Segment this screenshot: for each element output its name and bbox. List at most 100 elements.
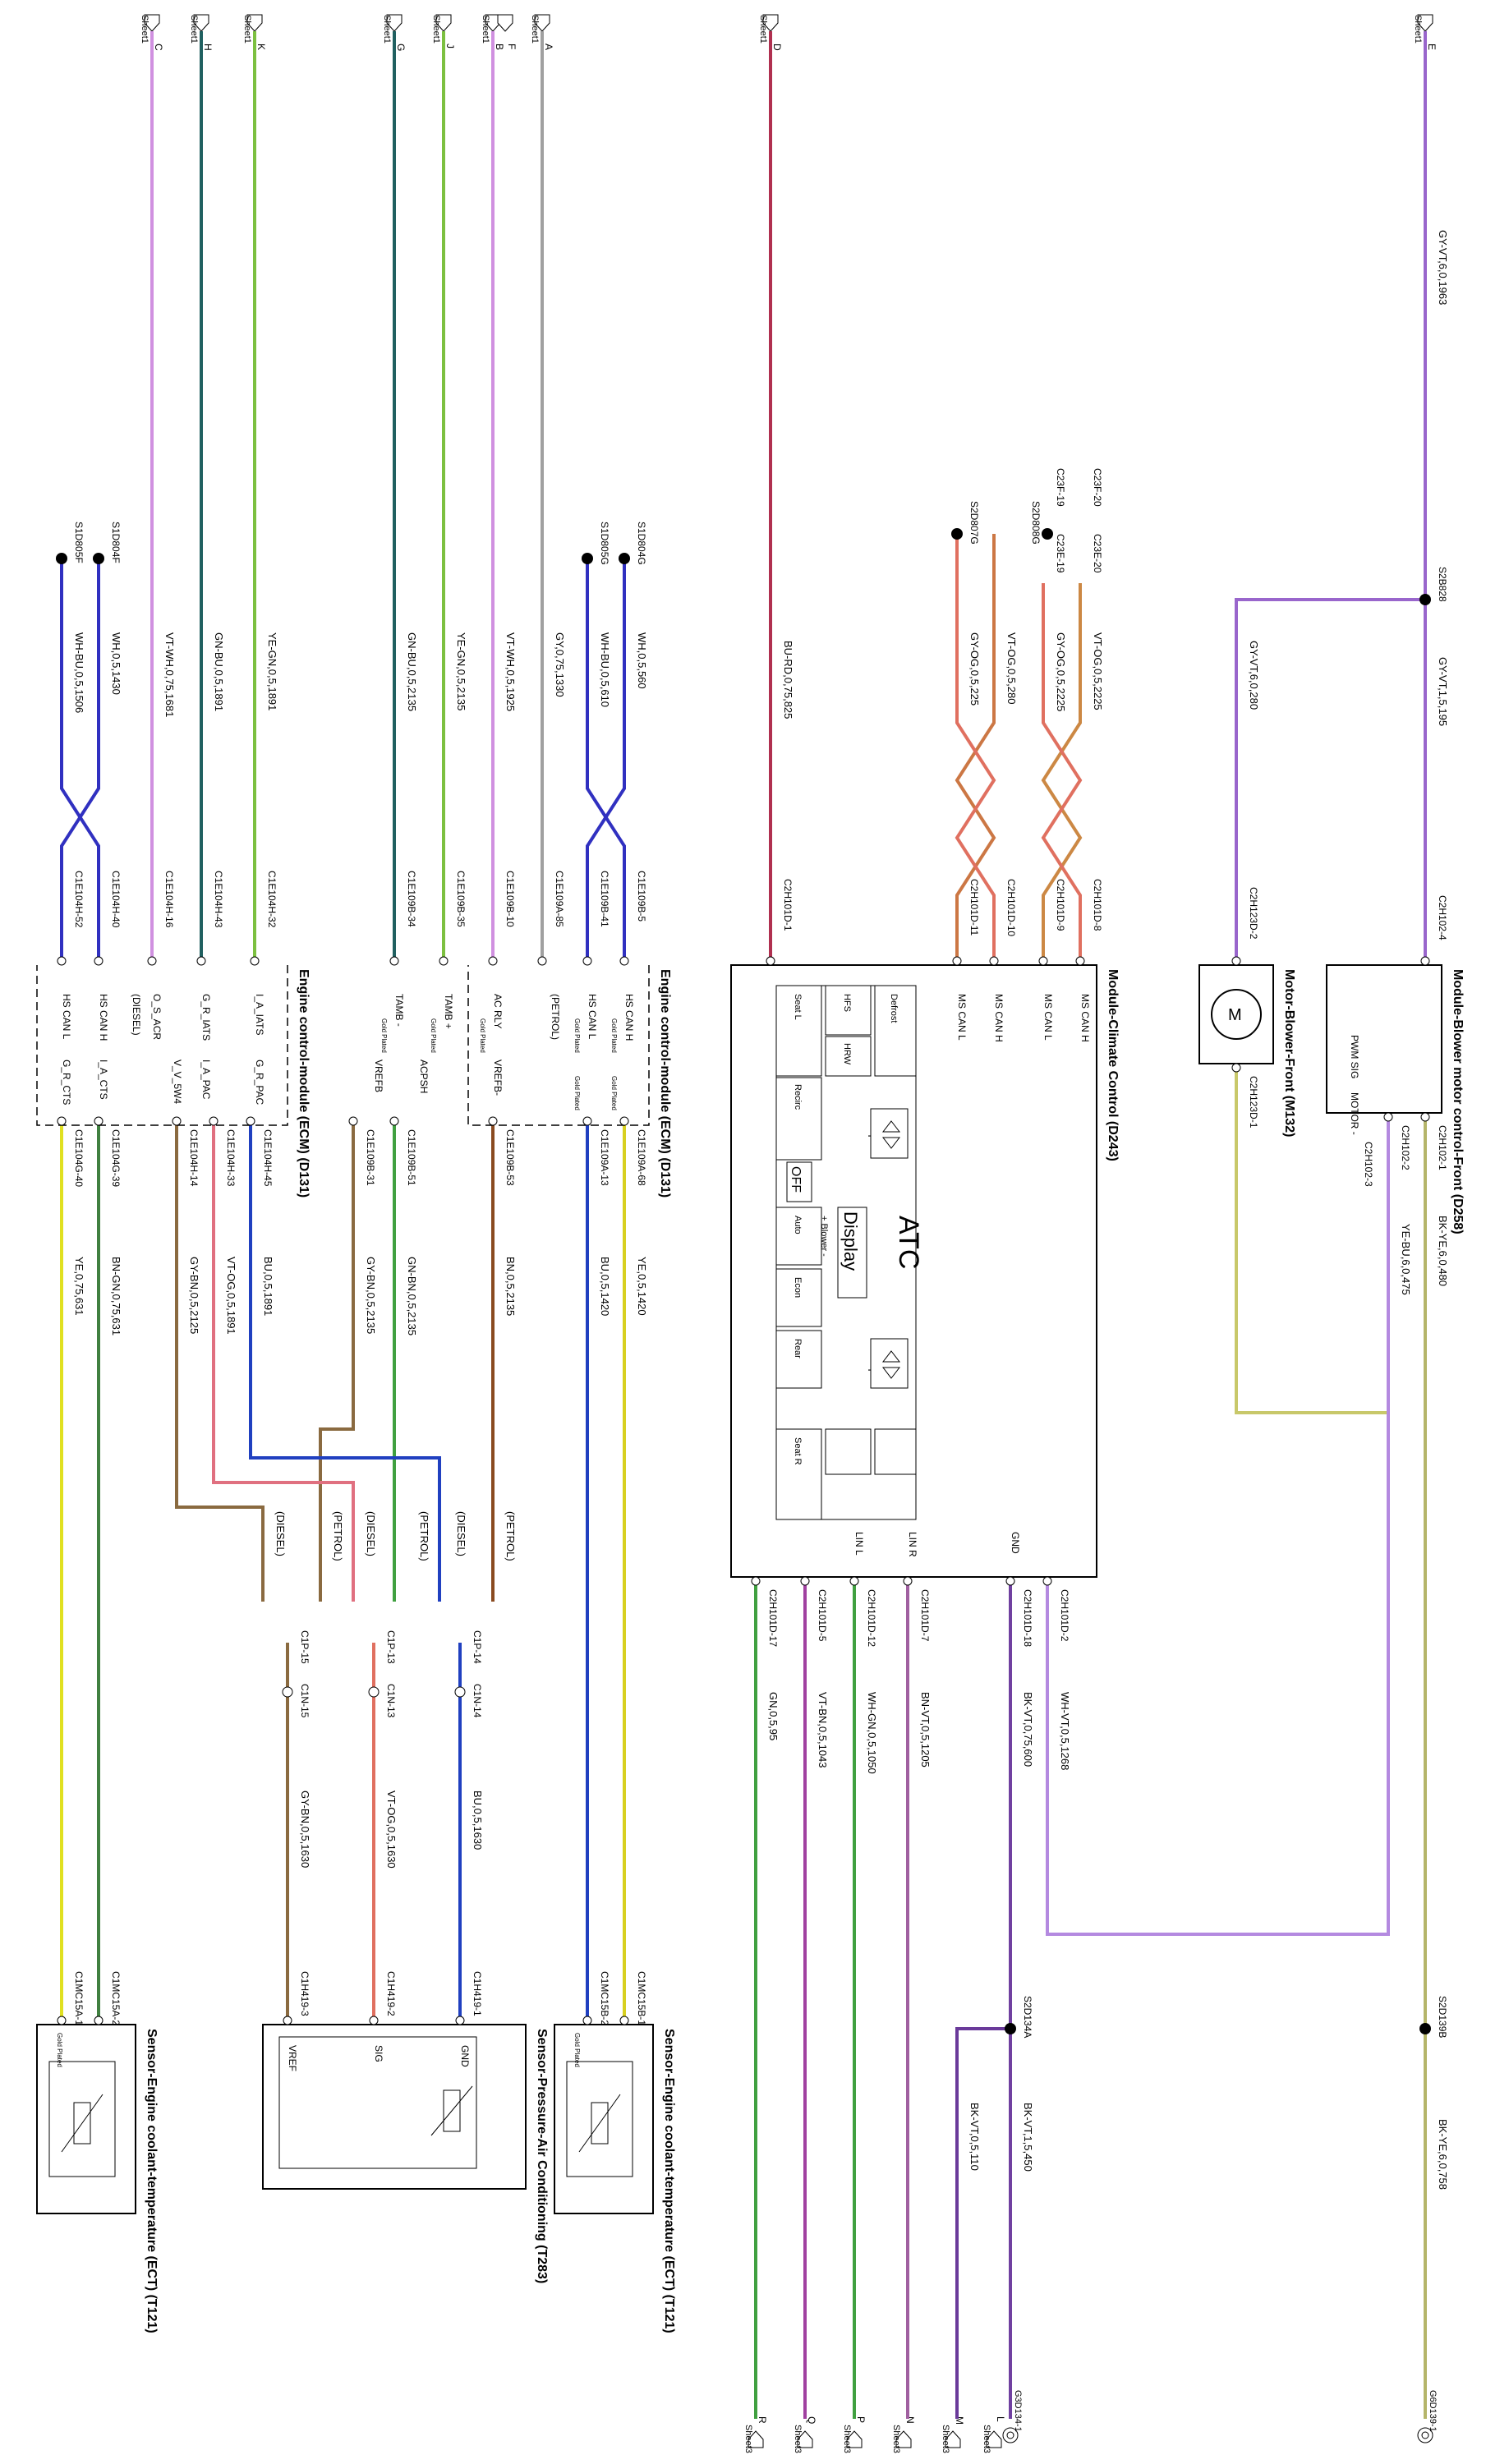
econ-button[interactable]: [775, 1268, 822, 1327]
label-wire: VT-WH,0,75,1681: [163, 632, 176, 717]
diagram-label: S1D805G: [599, 522, 610, 565]
diagram-label: Sensor-Engine coolant-temperature (ECT) …: [145, 2029, 159, 2333]
diagram-shape: [1421, 2431, 1429, 2439]
blower-module-d258[interactable]: Module-Blower motor control-Front (D258)…: [1326, 964, 1465, 1234]
wire-vt-og-1891[interactable]: [212, 1117, 355, 1602]
diagram-label: C2H101D-18: [1022, 1589, 1033, 1647]
diagram-label: Seat L: [793, 994, 803, 1020]
sheet-ref-A[interactable]: A Sheet1: [530, 14, 554, 50]
recirc-button[interactable]: [775, 1077, 822, 1161]
diagram-label: R: [757, 2416, 768, 2424]
diagram-label: C2H101D-9: [1055, 879, 1066, 931]
label-wire: VT-BN,0,5,1043: [817, 1692, 829, 1768]
diagram-shape: [36, 965, 288, 1126]
defrost-button[interactable]: [874, 985, 917, 1077]
splice-S2D139B: [1419, 2023, 1431, 2034]
diagram-label: H: [202, 44, 214, 51]
wire-bu-1891[interactable]: [249, 1117, 441, 1602]
label-wire: YE-GN,0,5,2135: [455, 632, 467, 710]
diagram-shape: [144, 14, 160, 32]
diagram-label: Sheet3: [743, 2425, 753, 2453]
diagram-label: SIG: [373, 2045, 384, 2062]
ect-sensor-top-t121[interactable]: Sensor-Engine coolant-temperature (ECT) …: [554, 2024, 676, 2333]
diagram-label: Sheet1: [242, 15, 252, 44]
off-button[interactable]: [786, 1161, 812, 1202]
temp-r-control[interactable]: [870, 1338, 909, 1389]
sheet-ref-R[interactable]: R Sheet3: [743, 2416, 768, 2453]
diagram-label: F: [506, 44, 518, 49]
diagram-label: C1E104H-52: [73, 871, 85, 928]
label-wire: GN-BU,0,5,1891: [213, 632, 225, 711]
sheet-ref-F[interactable]: F: [497, 14, 518, 49]
diagram-label: Sheet1: [481, 15, 490, 44]
wire-wh-bu-1506[interactable]: [60, 559, 100, 957]
label-wire: BN,0,5,2135: [504, 1257, 517, 1316]
auto-button[interactable]: [775, 1207, 822, 1266]
sheet-ref-D[interactable]: D Sheet1: [758, 14, 783, 51]
sheet-ref-Q[interactable]: Q Sheet3: [793, 2416, 817, 2453]
wire-gy-og-225[interactable]: [955, 534, 996, 957]
sheet-ref-J[interactable]: J Sheet1: [431, 14, 456, 48]
sheet-ref-M[interactable]: M Sheet3: [941, 2416, 965, 2453]
diagram-label: C1E104G-40: [73, 1129, 85, 1187]
temp-l-down-icon: [881, 1137, 901, 1149]
sheet-ref-C[interactable]: C Sheet1: [140, 14, 164, 51]
sheet-ref-P[interactable]: P Sheet3: [842, 2416, 867, 2453]
label-wire: GN,0,5,95: [767, 1692, 780, 1740]
diagram-label: Sensor-Engine coolant-temperature (ECT) …: [662, 2029, 676, 2333]
diagram-label: (DIESEL): [365, 1511, 377, 1556]
diagram-label: HFS: [842, 994, 852, 1012]
sheet-ref-B[interactable]: B Sheet1: [481, 14, 505, 50]
diagram-label: C2H102-4: [1437, 895, 1448, 940]
label-wire: BK-YE,6,0,758: [1437, 2119, 1449, 2190]
diagram-label: Sheet3: [941, 2425, 950, 2453]
sheet-ref-K[interactable]: K Sheet1: [242, 14, 267, 50]
blower-motor-m132[interactable]: M Motor-Blower-Front (M132): [1198, 964, 1296, 1137]
sheet-ref-E[interactable]: E Sheet1: [1413, 14, 1438, 50]
diagram-shape: [578, 2094, 621, 2153]
fan-down-button[interactable]: [874, 1428, 917, 1475]
ecm-bottom-d131[interactable]: Engine control-module (ECM) (D131) I_A_I…: [36, 965, 311, 1198]
diagram-label: C2H101D-10: [1005, 879, 1017, 936]
seat-l-button[interactable]: [775, 985, 822, 1077]
label-wire: VT-OG,0,5,1891: [225, 1257, 237, 1335]
diagram-label: C2H101D-1: [782, 879, 794, 931]
hfs-button[interactable]: [825, 985, 872, 1036]
rear-button[interactable]: [775, 1330, 822, 1389]
wire-gy-bn-2125[interactable]: [175, 1117, 265, 1602]
diagram-label: D: [771, 44, 783, 51]
hrw-button[interactable]: [825, 1036, 872, 1077]
fan-up-button[interactable]: [825, 1428, 872, 1475]
diagram-label: C1E104H-33: [225, 1129, 237, 1187]
seat-r-button[interactable]: [775, 1428, 822, 1520]
sheet-ref-N[interactable]: N Sheet3: [891, 2416, 916, 2453]
diagram-label: C2H102-1: [1437, 1125, 1448, 1170]
wire-wh-bu-610[interactable]: [586, 559, 626, 957]
diagram-shape: [849, 1576, 859, 1586]
pressure-sensor-t283[interactable]: Sensor-Pressure-Air Conditioning (T283) …: [262, 2024, 549, 2283]
diagram-shape: [94, 956, 104, 966]
ect-sensor-bottom-t121[interactable]: Sensor-Engine coolant-temperature (ECT) …: [36, 2024, 159, 2333]
diagram-label: (PETROL): [550, 994, 561, 1040]
temp-l-control[interactable]: [870, 1108, 909, 1159]
wire-wh-vt-1268[interactable]: [1046, 1117, 1390, 1936]
diagram-label: P: [855, 2416, 867, 2423]
sheet-ref-G[interactable]: G Sheet1: [382, 14, 407, 51]
sheet-ref-H[interactable]: H Sheet1: [189, 14, 214, 51]
label-wire: GN-BN,0,5,2135: [406, 1257, 418, 1335]
label-wire: GY-VT,6,0,280: [1248, 641, 1260, 710]
wire-gy-og-2225[interactable]: [1041, 583, 1083, 957]
diagram-shape: [1006, 2431, 1014, 2439]
diagram-label: C1E104H-45: [262, 1129, 274, 1187]
diagram-label: MS CAN L: [956, 994, 968, 1041]
ecm-top-d131[interactable]: Engine control-module (ECM) (D131) HS CA…: [373, 965, 672, 1198]
wire-gy-vt-280[interactable]: [1235, 598, 1425, 961]
wire-bk-vt-110[interactable]: [955, 2027, 1010, 2419]
climate-module-d243[interactable]: Module-Climate Control (D243) MS CAN H M…: [730, 964, 1120, 1578]
sheet-ref-L[interactable]: L Sheet3: [982, 2416, 1006, 2453]
diagram-label: S2D139B: [1437, 1996, 1448, 2038]
label-wire: WH-GN,0,5,1050: [866, 1692, 878, 1774]
diagram-label: C1MC15B-1: [636, 1971, 647, 2025]
wire-gy-bn-2135[interactable]: [319, 1117, 355, 1602]
